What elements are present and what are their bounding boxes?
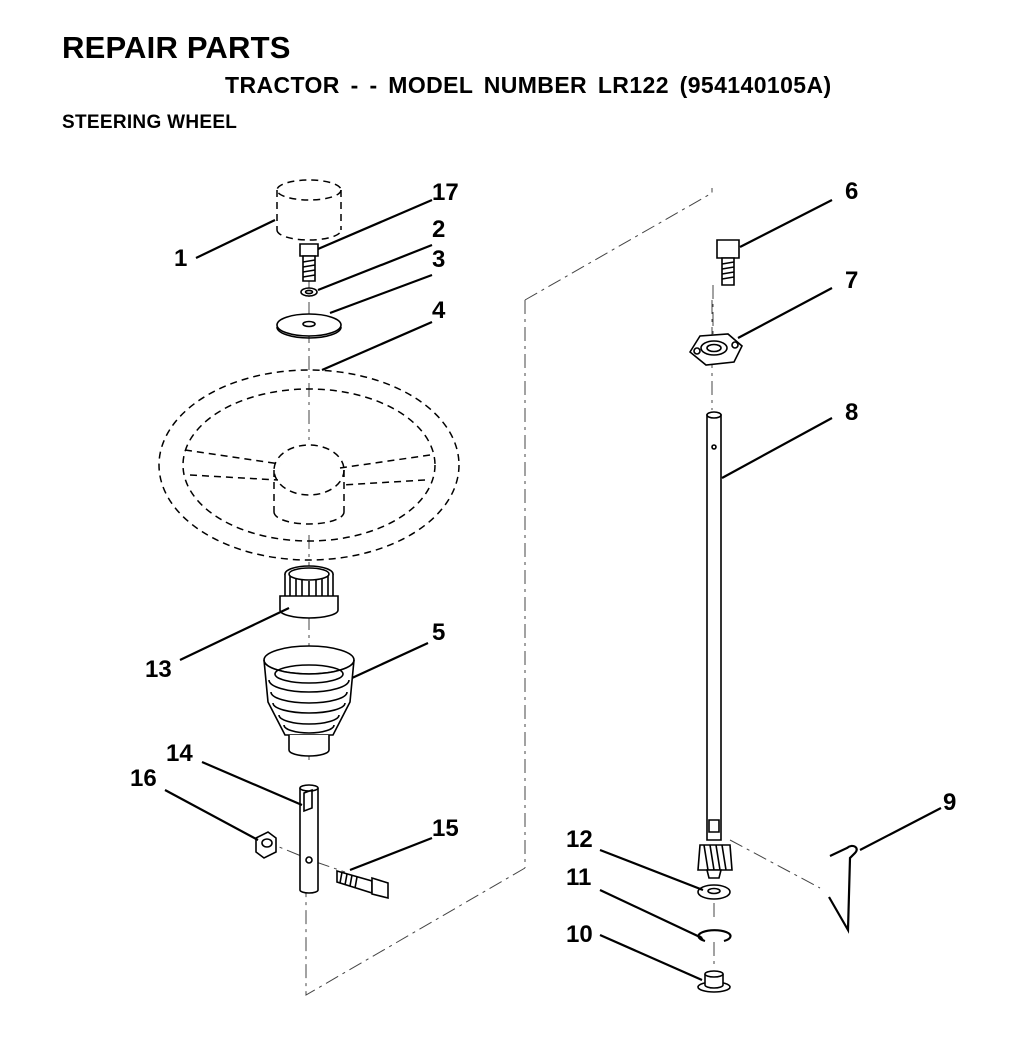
callout-7: 7 [845,267,858,294]
assembly-guide-lines [305,188,821,996]
callout-9: 9 [943,789,956,816]
callout-2: 2 [432,216,445,243]
part-4-steering-wheel [158,369,460,561]
callout-1: 1 [174,245,187,272]
part-15-bolt [336,869,389,900]
callout-numbers: 1 2 3 4 5 6 7 8 9 10 11 12 13 14 16 15 1… [130,178,956,948]
part-13-adapter [279,565,339,619]
callout-12: 12 [566,826,593,853]
callout-3: 3 [432,246,445,273]
model-subtitle: TRACTOR - - MODEL NUMBER LR122 (95414010… [225,72,832,98]
part-9-spring-clip [828,844,858,934]
callout-15: 15 [432,815,459,842]
part-14-lower-shaft [299,784,319,894]
callout-11: 11 [566,864,591,891]
page-title: REPAIR PARTS [62,30,291,65]
part-12-washer [697,884,731,900]
pinion-gear [697,844,733,879]
callout-5: 5 [432,619,445,646]
part-7-flange-bearing [688,333,743,366]
part-16-nut [255,831,277,859]
callout-14: 14 [166,740,193,767]
callout-6: 6 [845,178,858,205]
part-17-bolt [299,243,319,282]
leader-lines [164,198,942,982]
callout-4: 4 [432,297,446,324]
callout-17: 17 [432,179,459,206]
part-5-steering-boot [263,645,355,757]
part-11-retaining-ring [697,929,732,943]
part-3-washer [276,313,342,339]
callout-8: 8 [845,399,858,426]
part-1-cap [276,179,342,241]
section-title: STEERING WHEEL [62,112,238,133]
part-6-bolt [716,239,740,286]
part-8-steering-shaft [706,411,722,841]
part-2-lock-washer [300,287,318,297]
callout-13: 13 [145,656,172,683]
callout-10: 10 [566,921,593,948]
callout-15-label-16: 16 [130,765,157,792]
part-10-bushing [697,970,731,993]
